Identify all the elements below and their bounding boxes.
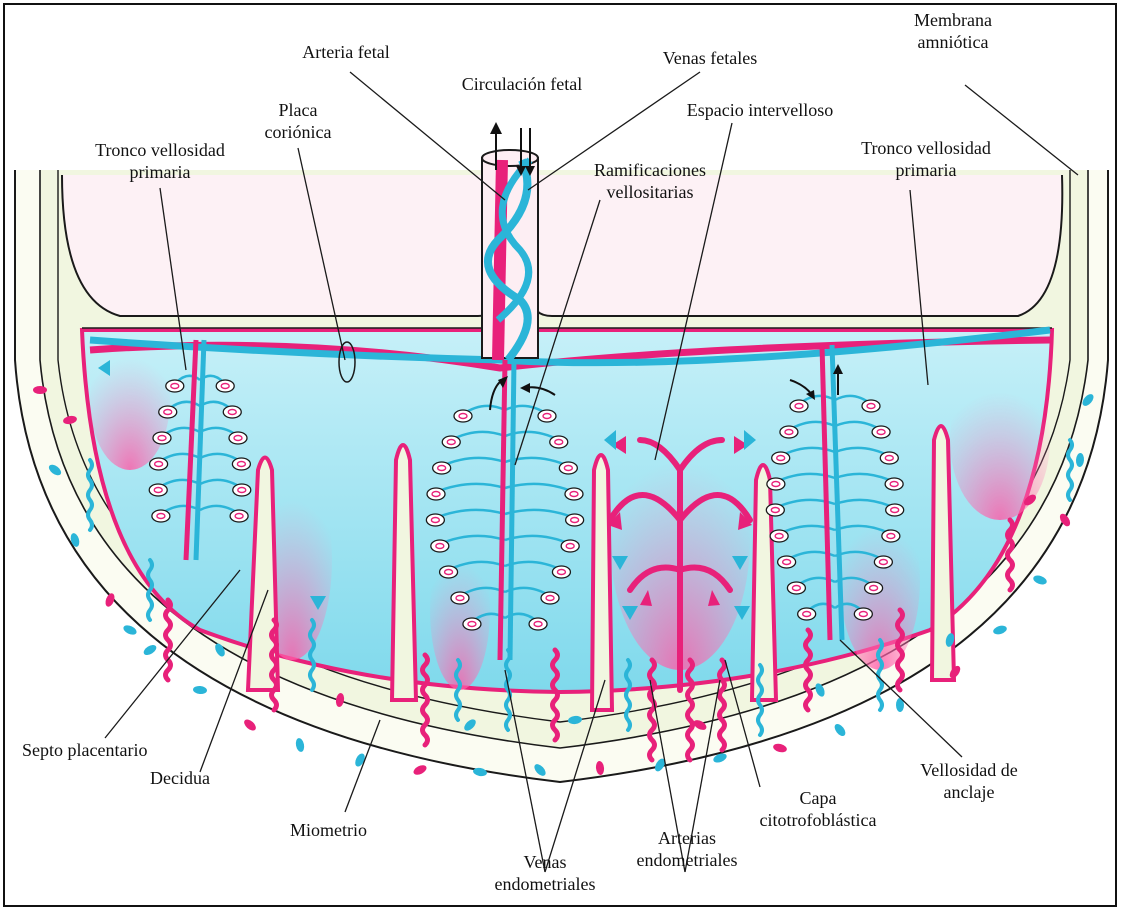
villus-loop xyxy=(550,436,568,448)
villus-loop xyxy=(166,380,184,392)
label-espacio-intervelloso: Espacio intervelloso xyxy=(660,100,860,121)
villus-loop xyxy=(561,540,579,552)
decidual-vessel xyxy=(992,624,1008,636)
villus-loop xyxy=(778,556,796,568)
villus-loop xyxy=(770,530,788,542)
decidual-vessel xyxy=(193,685,208,694)
villus-loop xyxy=(440,566,458,578)
villus-loop xyxy=(153,432,171,444)
villus-loop xyxy=(798,608,816,620)
villus-loop xyxy=(862,400,880,412)
villus-loop xyxy=(150,458,168,470)
label-arterias-endometriales-1: Arterias xyxy=(612,828,762,849)
label-tronco-left-1: Tronco vellosidad xyxy=(60,140,260,161)
villus-loop xyxy=(552,566,570,578)
villus-loop xyxy=(767,478,785,490)
villus-loop xyxy=(541,592,559,604)
villus-loop xyxy=(772,452,790,464)
villus-loop xyxy=(854,608,872,620)
villus-loop xyxy=(538,410,556,422)
villus-loop xyxy=(872,426,890,438)
villus-loop xyxy=(159,406,177,418)
umbilical-cord xyxy=(482,150,538,360)
villus-loop xyxy=(885,478,903,490)
villus-loop xyxy=(865,582,883,594)
decidual-vessel xyxy=(412,763,428,776)
villus-loop xyxy=(529,618,547,630)
decidual-vessel xyxy=(833,722,848,738)
villus-loop xyxy=(559,462,577,474)
villus-loop xyxy=(230,510,248,522)
label-membrana: Membrana xyxy=(888,10,1018,31)
villus-loop xyxy=(451,592,469,604)
decidual-vessel xyxy=(772,742,788,753)
endometrial-vein xyxy=(148,560,152,620)
label-amniotica: amniótica xyxy=(888,32,1018,53)
decidual-vessel xyxy=(242,717,258,732)
decidual-vessel xyxy=(33,386,47,394)
endometrial-vein xyxy=(456,660,460,720)
label-capa-2: citotrofoblástica xyxy=(738,810,898,831)
label-corionica: coriónica xyxy=(248,122,348,143)
label-ramificaciones-2: vellositarias xyxy=(560,182,740,203)
villus-loop xyxy=(874,556,892,568)
villus-loop xyxy=(454,410,472,422)
villus-loop xyxy=(427,488,445,500)
decidual-vessel xyxy=(295,737,306,752)
villus-loop xyxy=(463,618,481,630)
label-capa-1: Capa xyxy=(738,788,898,809)
villus-loop xyxy=(426,514,444,526)
villus-loop xyxy=(431,540,449,552)
decidual-vessel xyxy=(122,623,138,636)
villus-loop xyxy=(152,510,170,522)
label-tronco-right-2: primaria xyxy=(826,160,1026,181)
label-septo-placentario: Septo placentario xyxy=(22,740,212,761)
label-arterias-endometriales-2: endometriales xyxy=(612,850,762,871)
label-venas-fetales: Venas fetales xyxy=(640,48,780,69)
villus-loop xyxy=(565,488,583,500)
villus-loop xyxy=(787,582,805,594)
villus-loop xyxy=(216,380,234,392)
villus-loop xyxy=(780,426,798,438)
villus-loop xyxy=(790,400,808,412)
label-tronco-right-1: Tronco vellosidad xyxy=(826,138,1026,159)
villus-loop xyxy=(229,432,247,444)
label-vellosidad-2: anclaje xyxy=(904,782,1034,803)
label-venas-endometriales-2: endometriales xyxy=(470,874,620,895)
villus-loop xyxy=(433,462,451,474)
label-tronco-left-2: primaria xyxy=(60,162,260,183)
label-arteria-fetal: Arteria fetal xyxy=(281,42,411,63)
villus-loop xyxy=(880,452,898,464)
endometrial-vein xyxy=(1068,440,1072,500)
decidual-vessel xyxy=(142,643,158,657)
label-decidua: Decidua xyxy=(150,768,270,789)
label-circulacion-fetal: Circulación fetal xyxy=(442,74,602,95)
villus-loop xyxy=(232,458,250,470)
villus-loop xyxy=(149,484,167,496)
label-ramificaciones-1: Ramificaciones xyxy=(560,160,740,181)
villus-loop xyxy=(882,530,900,542)
villus-loop xyxy=(886,504,904,516)
villus-loop xyxy=(233,484,251,496)
label-miometrio: Miometrio xyxy=(290,820,410,841)
decidual-vessel xyxy=(1032,574,1048,586)
villus-loop xyxy=(766,504,784,516)
villus-loop xyxy=(566,514,584,526)
label-placa: Placa xyxy=(248,100,348,121)
label-vellosidad-1: Vellosidad de xyxy=(904,760,1034,781)
villus-loop xyxy=(223,406,241,418)
label-venas-endometriales-1: Venas xyxy=(470,852,620,873)
villus-loop xyxy=(442,436,460,448)
